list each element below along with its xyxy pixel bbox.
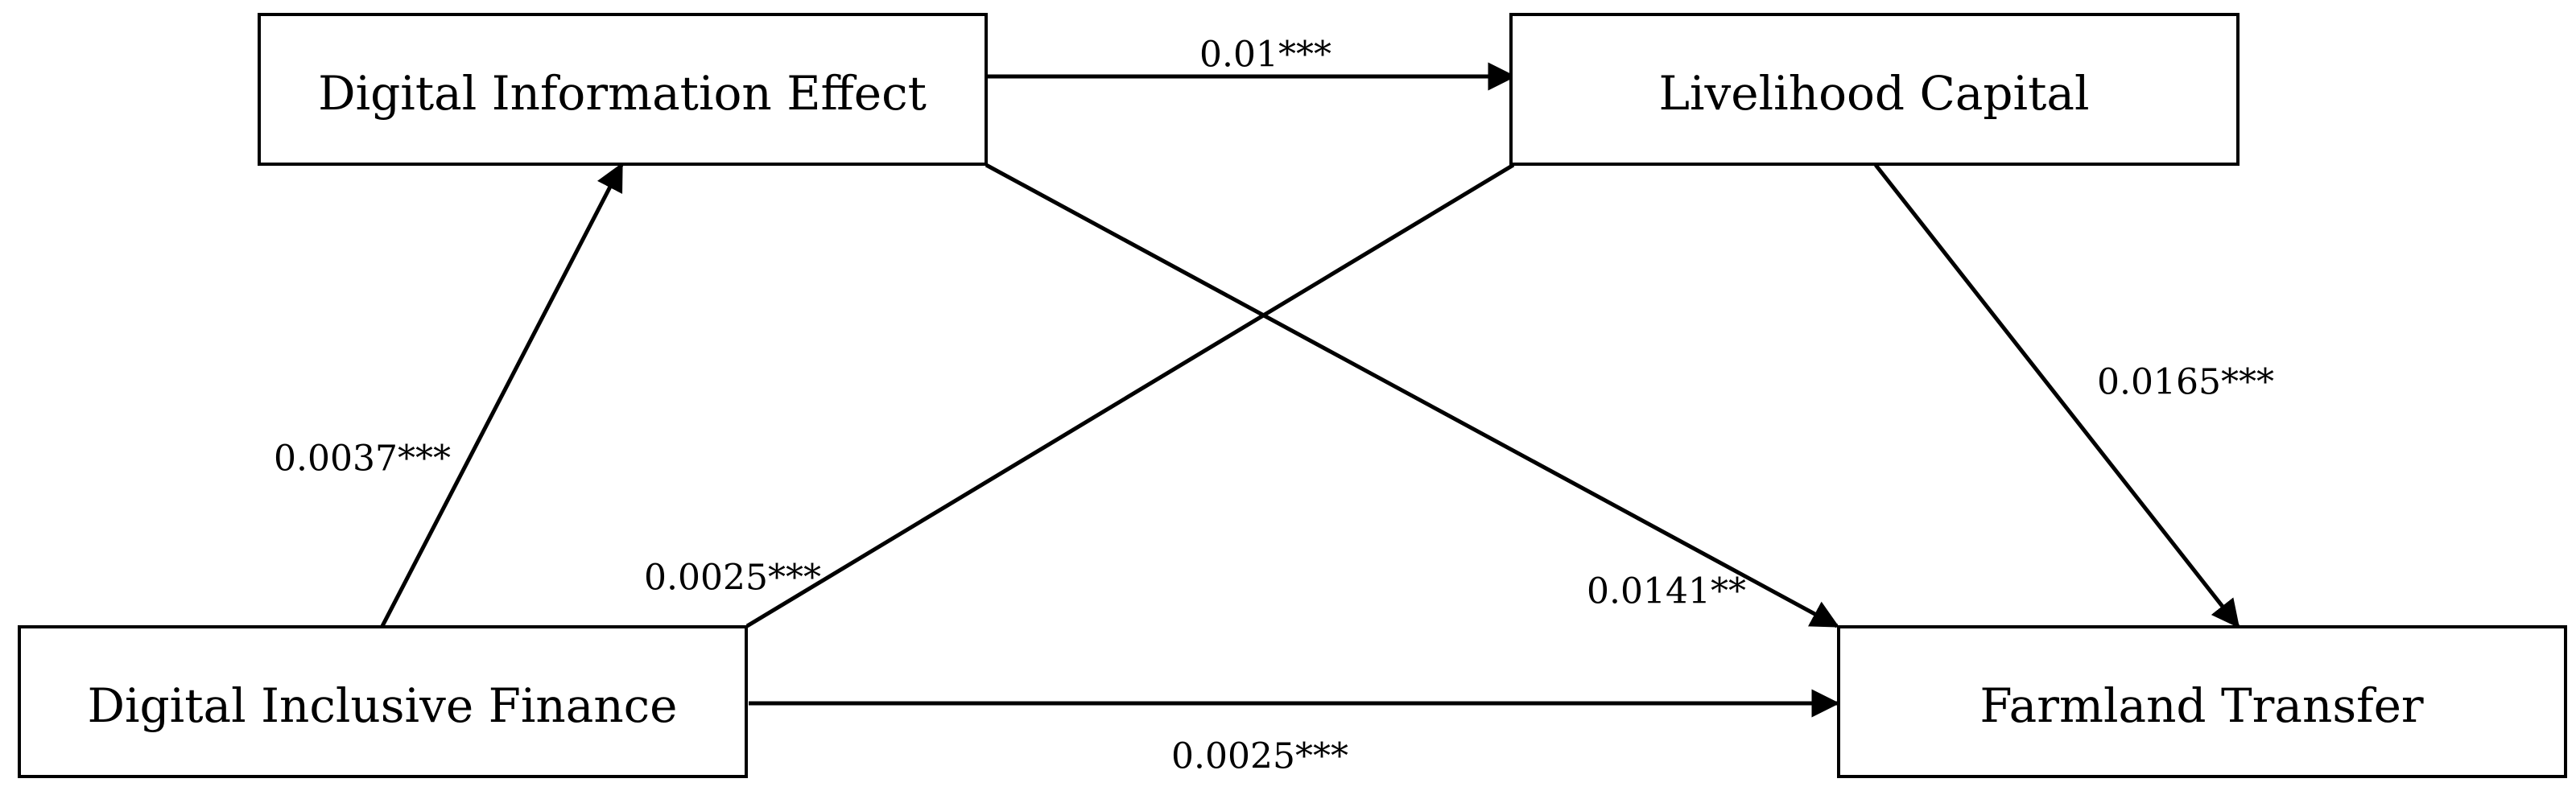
edge-dif-to-die: [380, 162, 624, 628]
node-livelihood-capital: Livelihood Capital: [1509, 13, 2240, 166]
edge-label-dif-to-ft: 0.0025***: [1171, 736, 1348, 777]
node-digital-inclusive-finance: Digital Inclusive Finance: [18, 625, 748, 778]
node-label: Digital Inclusive Finance: [88, 678, 678, 733]
edge-dif-to-lc: [745, 163, 1515, 628]
edge-label-die-to-lc: 0.01***: [1199, 35, 1331, 76]
node-label: Digital Information Effect: [318, 66, 927, 121]
node-farmland-transfer: Farmland Transfer: [1837, 625, 2567, 778]
node-label: Farmland Transfer: [1979, 678, 2424, 733]
edge-label-die-to-ft: 0.0141**: [1587, 571, 1746, 612]
edge-label-dif-to-lc: 0.0025***: [644, 558, 821, 599]
node-label: Livelihood Capital: [1658, 66, 2089, 121]
edge-label-dif-to-die: 0.0037***: [274, 439, 451, 480]
edge-label-lc-to-ft: 0.0165***: [2097, 362, 2274, 403]
edge-die-to-ft: [985, 163, 1840, 628]
edge-lc-to-ft: [1874, 163, 2240, 628]
node-digital-information-effect: Digital Information Effect: [258, 13, 988, 166]
